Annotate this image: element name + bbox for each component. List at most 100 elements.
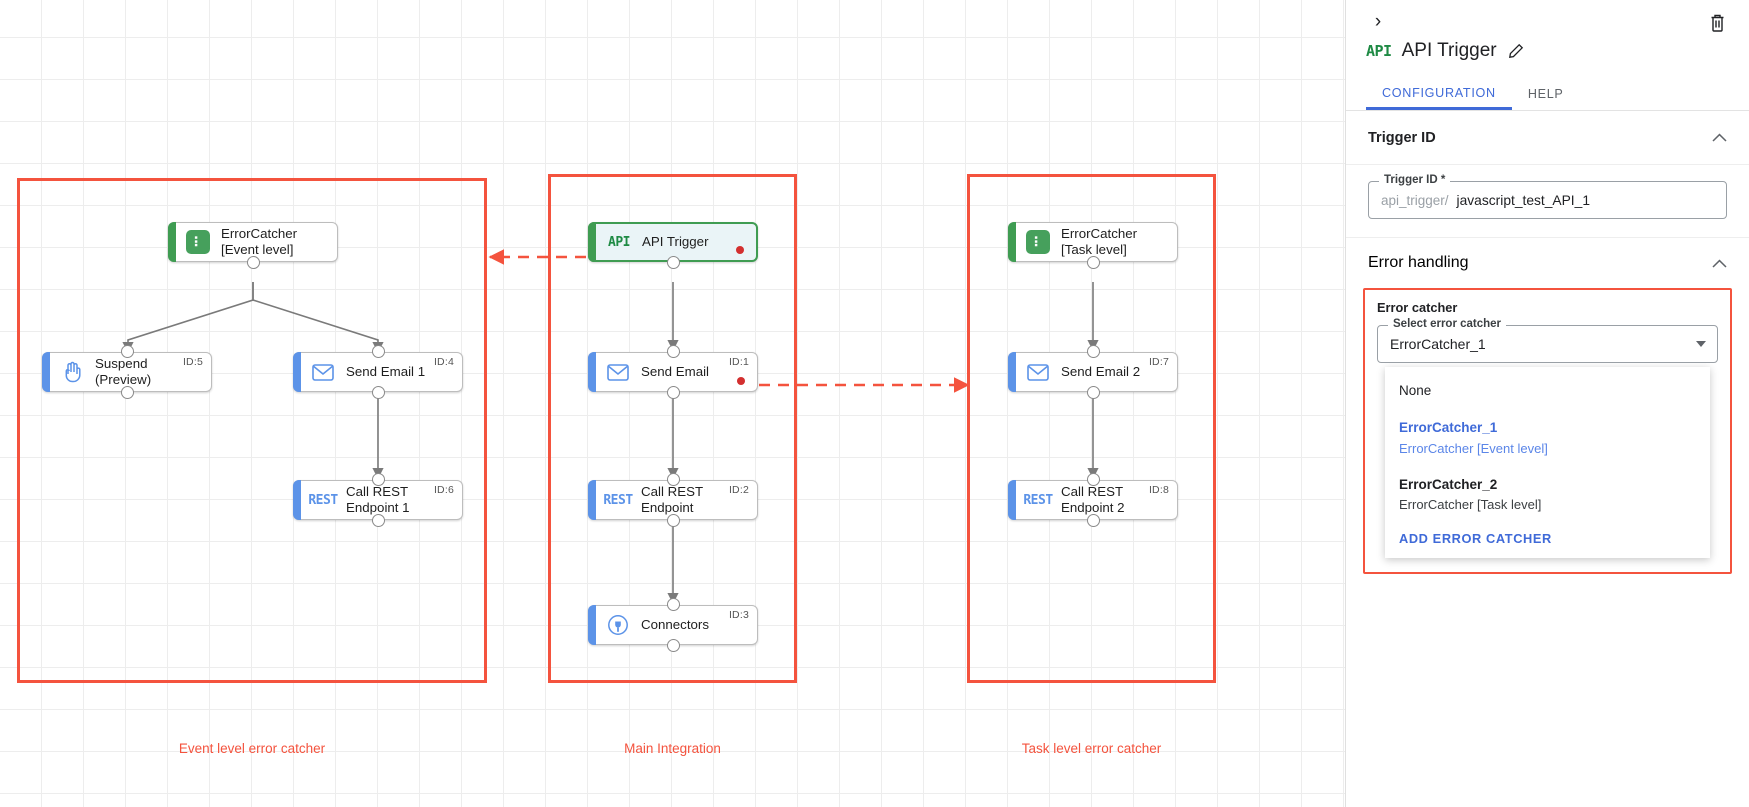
- menu-item-secondary: ErrorCatcher [Event level]: [1399, 440, 1548, 456]
- chevron-up-icon[interactable]: [1712, 130, 1727, 145]
- node-icon: [55, 361, 89, 383]
- node-port-top[interactable]: [1086, 345, 1100, 358]
- node-title: Send Email 2: [1061, 364, 1141, 380]
- node-id-label: ID:4: [433, 356, 454, 368]
- delete-icon[interactable]: [1705, 10, 1729, 34]
- node-port-top[interactable]: [666, 345, 680, 358]
- error-catcher-icon: ⠇: [186, 230, 210, 254]
- error-catcher-select-value: ErrorCatcher_1: [1390, 336, 1486, 352]
- node-port-bottom[interactable]: [666, 385, 680, 399]
- panel-tabs[interactable]: CONFIGURATION HELP: [1346, 78, 1749, 111]
- node-icon: REST: [1021, 493, 1055, 508]
- api-icon: API: [608, 234, 630, 250]
- node-title: Send Email 1: [346, 364, 426, 380]
- plug-icon: [608, 615, 628, 635]
- node-accent-bar: [293, 480, 301, 520]
- node-id-label: ID:1: [728, 356, 749, 368]
- workflow-canvas[interactable]: ⠇ErrorCatcher [Event level]Suspend (Prev…: [0, 0, 1345, 807]
- node-title: Send Email: [641, 364, 709, 380]
- node-icon: REST: [306, 493, 340, 508]
- chevron-up-icon-2[interactable]: [1712, 256, 1727, 271]
- hand-icon: [65, 361, 81, 383]
- node-errorcatcher-task-level[interactable]: ⠇ ErrorCatcher [Task level]: [1008, 222, 1178, 262]
- rest-icon: REST: [308, 492, 338, 508]
- trigger-id-value[interactable]: javascript_test_API_1: [1456, 192, 1590, 208]
- error-indicator-dot[interactable]: [736, 246, 744, 254]
- node-port-top[interactable]: [120, 345, 134, 358]
- group-box: [967, 174, 1216, 683]
- node-accent-bar: [588, 605, 596, 645]
- node-port-bottom[interactable]: [371, 513, 385, 527]
- node-accent-bar: [168, 222, 176, 262]
- node-id-label: ID:6: [433, 484, 454, 496]
- node-port-top[interactable]: [371, 345, 385, 358]
- node-port-top[interactable]: [371, 473, 385, 486]
- error-handling-heading: Error handling: [1368, 254, 1469, 271]
- node-id-label: ID:2: [728, 484, 749, 496]
- chevron-down-icon[interactable]: [1696, 341, 1706, 347]
- node-port-bottom[interactable]: [666, 255, 680, 269]
- node-id-label: ID:3: [728, 609, 749, 621]
- menu-item-primary: ErrorCatcher_1: [1399, 420, 1498, 436]
- node-port-bottom[interactable]: [1086, 385, 1100, 399]
- group-label: Task level error catcher: [1021, 741, 1162, 756]
- node-accent-bar: [1008, 352, 1016, 392]
- node-port-bottom[interactable]: [1086, 513, 1100, 527]
- error-catcher-select[interactable]: Select error catcher ErrorCatcher_1: [1377, 318, 1718, 363]
- trigger-id-section-header[interactable]: Trigger ID: [1346, 111, 1749, 165]
- add-error-catcher-button[interactable]: ADD ERROR CATCHER: [1399, 530, 1552, 546]
- node-port-top[interactable]: [666, 598, 680, 611]
- node-port-bottom[interactable]: [666, 513, 680, 527]
- panel-header: › API API Trigger: [1346, 0, 1749, 78]
- trigger-id-heading: Trigger ID: [1368, 129, 1436, 146]
- node-icon: ⠇: [181, 230, 215, 254]
- node-port-bottom[interactable]: [371, 385, 385, 399]
- node-icon: [601, 363, 635, 381]
- node-port-top[interactable]: [1086, 473, 1100, 486]
- node-port-bottom[interactable]: [246, 255, 260, 269]
- details-panel[interactable]: › API API Trigger CONFIGURATION HELP Tri…: [1345, 0, 1749, 807]
- error-catcher-icon: ⠇: [1026, 230, 1050, 254]
- menu-item-none[interactable]: None: [1385, 377, 1710, 405]
- trigger-id-input[interactable]: Trigger ID * api_trigger/ javascript_tes…: [1368, 174, 1727, 219]
- node-accent-bar: [588, 480, 596, 520]
- trigger-id-field-wrap: Trigger ID * api_trigger/ javascript_tes…: [1346, 165, 1749, 238]
- node-title: ErrorCatcher [Event level]: [221, 226, 298, 257]
- envelope-icon: [1027, 363, 1049, 381]
- api-badge-icon: API: [1366, 42, 1392, 60]
- group-box: [17, 178, 487, 683]
- node-accent-bar: [588, 352, 596, 392]
- trigger-id-prefix: api_trigger/: [1381, 192, 1449, 208]
- node-id-label: ID:8: [1148, 484, 1169, 496]
- tab-configuration[interactable]: CONFIGURATION: [1366, 78, 1512, 110]
- rest-icon: REST: [603, 492, 633, 508]
- tab-help[interactable]: HELP: [1527, 87, 1564, 101]
- node-icon: [306, 363, 340, 381]
- node-accent-bar: [42, 352, 50, 392]
- collapse-panel-icon[interactable]: ›: [1374, 11, 1382, 32]
- node-title: ErrorCatcher [Task level]: [1061, 226, 1138, 257]
- error-indicator-dot[interactable]: [737, 377, 745, 385]
- error-handling-section-header[interactable]: Error handling: [1346, 238, 1749, 288]
- node-port-bottom[interactable]: [1086, 255, 1100, 269]
- node-accent-bar: [1008, 480, 1016, 520]
- node-port-bottom[interactable]: [666, 638, 680, 652]
- node-icon: [1021, 363, 1055, 381]
- panel-title-row: API API Trigger: [1366, 40, 1525, 62]
- pencil-icon[interactable]: [1507, 42, 1525, 60]
- node-title: Call REST Endpoint 2: [1061, 484, 1125, 515]
- node-port-top[interactable]: [666, 473, 680, 486]
- menu-item-primary: None: [1399, 383, 1432, 398]
- node-accent-bar: [293, 352, 301, 392]
- node-title: Call REST Endpoint 1: [346, 484, 410, 515]
- node-accent-bar: [588, 222, 596, 262]
- error-catcher-select-label: Select error catcher: [1388, 318, 1507, 330]
- envelope-icon: [607, 363, 629, 381]
- node-icon: ⠇: [1021, 230, 1055, 254]
- node-port-bottom[interactable]: [120, 385, 134, 399]
- node-title: Call REST Endpoint: [641, 484, 704, 515]
